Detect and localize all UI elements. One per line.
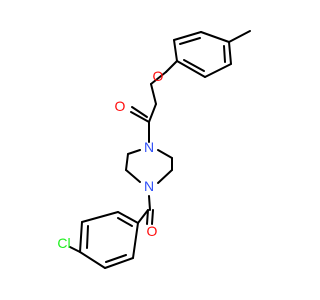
piperazine-nitrogen-bottom-label: N: [144, 178, 154, 194]
bond: [150, 83, 157, 105]
bond: [146, 209, 149, 225]
bond: [79, 221, 83, 253]
bond: [228, 30, 251, 43]
bond: [228, 41, 232, 65]
bond: [183, 59, 205, 72]
amide-oxygen-label: O: [147, 223, 158, 239]
bond: [130, 111, 150, 123]
bond: [137, 209, 149, 224]
bond-layer: [69, 30, 251, 269]
ether-oxygen-label: O: [153, 68, 164, 84]
bond: [148, 103, 157, 123]
bond: [176, 60, 206, 78]
bond: [131, 106, 148, 118]
bond: [127, 149, 141, 155]
bond: [165, 60, 178, 73]
bond: [117, 217, 133, 227]
bond: [204, 63, 232, 78]
bond: [157, 169, 173, 184]
ketone-oxygen-label: O: [115, 98, 126, 114]
piperazine-nitrogen-top-label: N: [144, 139, 154, 155]
bond: [173, 39, 178, 62]
bond: [125, 169, 141, 183]
atom-label-layer: Cl O N N O O: [57, 68, 163, 251]
chlorine-label: Cl: [57, 235, 70, 251]
bond: [105, 254, 127, 263]
bond: [150, 71, 167, 85]
bond: [86, 225, 89, 249]
bond: [104, 257, 134, 269]
bond: [173, 31, 202, 41]
bond: [151, 209, 154, 225]
bond: [79, 251, 106, 269]
bond: [132, 222, 139, 259]
bond: [200, 31, 230, 43]
bond: [125, 153, 129, 171]
bond: [69, 246, 81, 253]
molecule-structure: Cl O N N O O: [57, 30, 251, 269]
bond: [157, 149, 173, 159]
bond: [81, 211, 119, 223]
bond: [179, 37, 201, 45]
bond: [148, 195, 151, 211]
bond: [117, 211, 139, 224]
bond: [223, 45, 226, 63]
